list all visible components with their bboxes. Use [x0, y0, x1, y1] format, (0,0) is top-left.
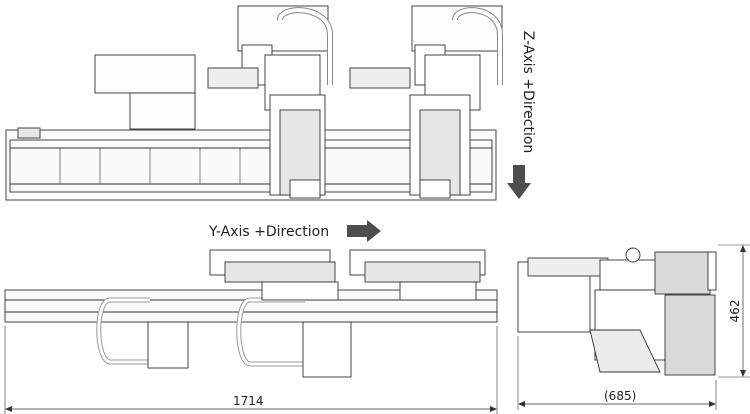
front-head-1: [209, 249, 339, 301]
z-axis-indicator: Z-Axis +Direction: [507, 31, 536, 199]
width-side-dimension: (685): [604, 389, 636, 403]
width-front-dimension: 1714: [233, 394, 264, 408]
arrow-down-icon: [507, 165, 531, 199]
front-drop-block-1: [147, 321, 189, 369]
top-carriage-1: [207, 5, 333, 199]
front-view: [4, 249, 498, 414]
arrow-right-icon: [347, 220, 381, 242]
front-drop-block-2: [302, 321, 352, 378]
top-carriage-2: [349, 5, 503, 199]
y-axis-label: Y-Axis +Direction: [208, 224, 329, 240]
z-axis-label: Z-Axis +Direction: [520, 31, 536, 154]
side-view: [517, 244, 750, 410]
front-head-2: [349, 249, 486, 301]
y-axis-indicator: Y-Axis +Direction: [208, 220, 381, 242]
top-view: [5, 5, 503, 201]
top-end-cap-left: [17, 127, 41, 139]
top-back-plate: [94, 54, 196, 94]
side-housing-1: [654, 251, 711, 295]
height-side-dimension: 462: [728, 300, 742, 323]
side-housing-2: [664, 294, 716, 376]
